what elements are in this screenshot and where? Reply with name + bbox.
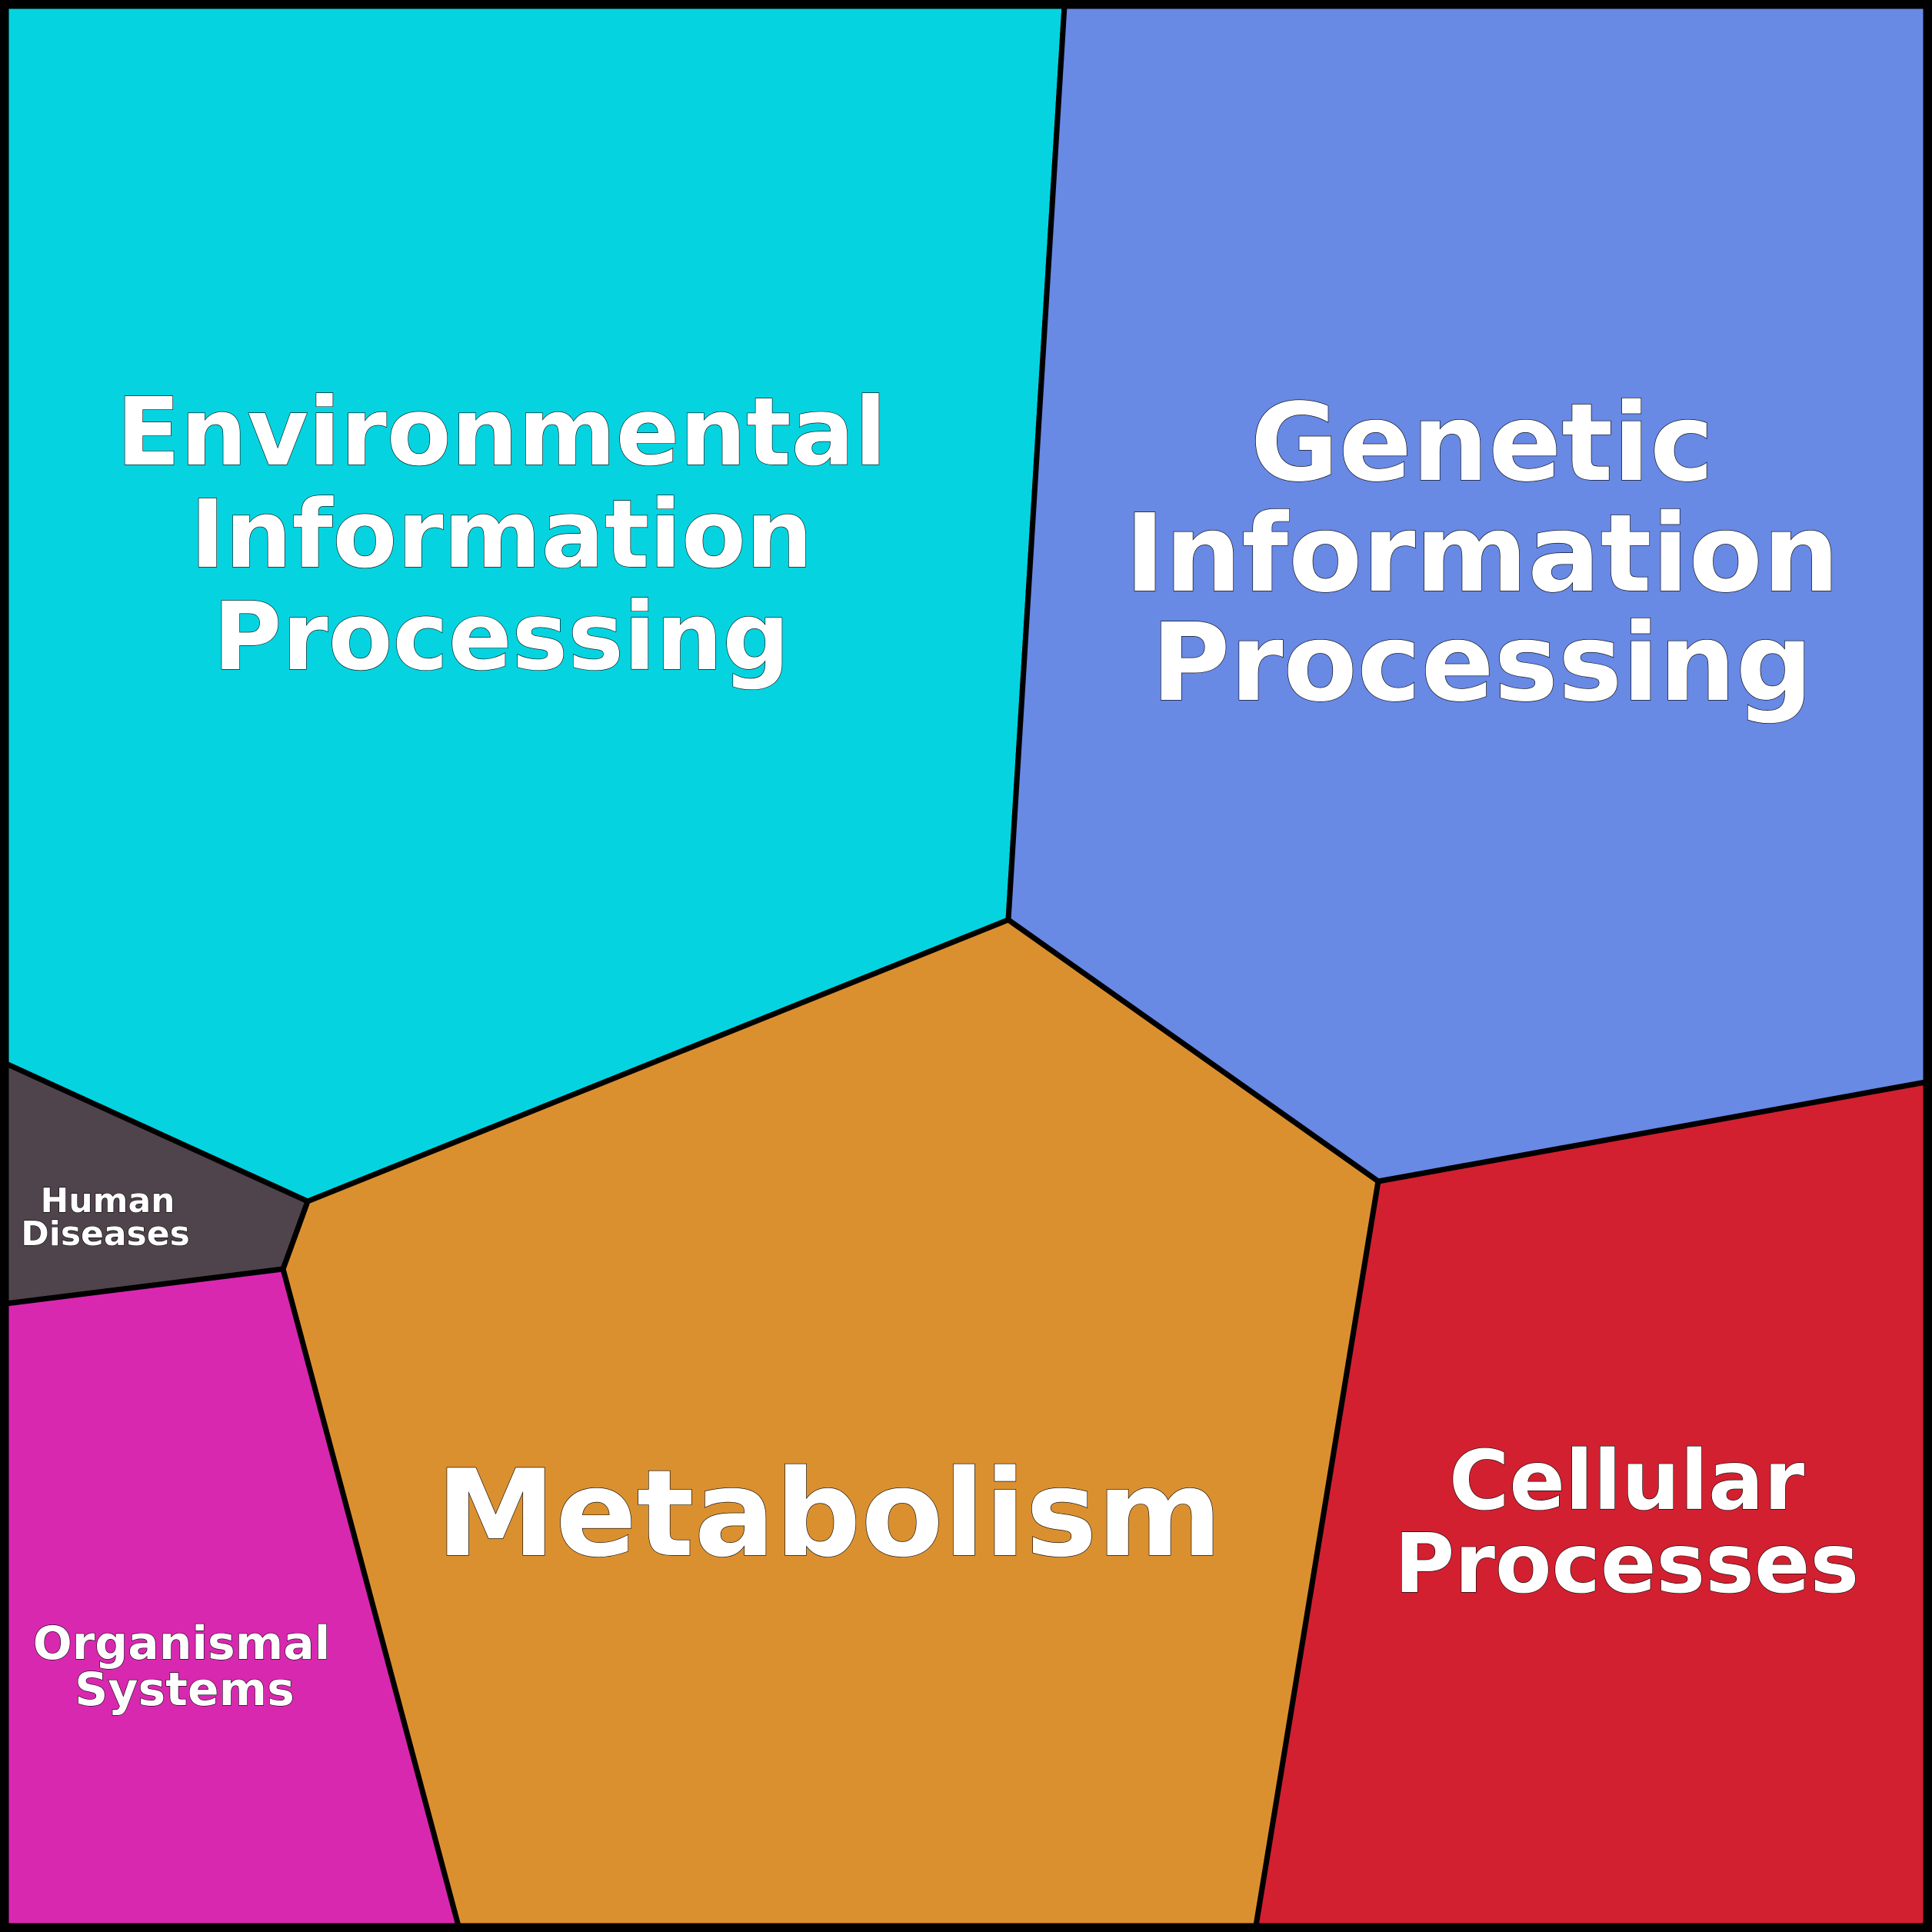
label-organismal-systems: Organismal Systems bbox=[32, 1616, 331, 1717]
label-line: Cellular bbox=[1449, 1434, 1805, 1529]
label-line: Diseases bbox=[21, 1214, 190, 1254]
label-human-diseases: Human Diseases bbox=[21, 1181, 191, 1254]
label-environmental-information-processing: Environmental Information Processing bbox=[116, 377, 888, 691]
label-line: Metabolism bbox=[436, 1444, 1222, 1584]
label-line: Environmental bbox=[116, 378, 887, 487]
label-line: Genetic bbox=[1251, 381, 1714, 506]
label-line: Processing bbox=[213, 582, 790, 691]
label-line: Information bbox=[190, 480, 813, 589]
label-line: Processes bbox=[1394, 1517, 1859, 1612]
label-line: Processing bbox=[1151, 601, 1813, 726]
label-cellular-processes: Cellular Processes bbox=[1394, 1433, 1860, 1612]
label-line: Information bbox=[1124, 491, 1839, 617]
label-metabolism: Metabolism bbox=[435, 1443, 1222, 1584]
label-line: Human bbox=[40, 1181, 175, 1221]
label-line: Systems bbox=[75, 1663, 295, 1717]
label-genetic-information-processing: Genetic Information Processing bbox=[1124, 380, 1840, 726]
label-line: Organismal bbox=[33, 1617, 331, 1671]
